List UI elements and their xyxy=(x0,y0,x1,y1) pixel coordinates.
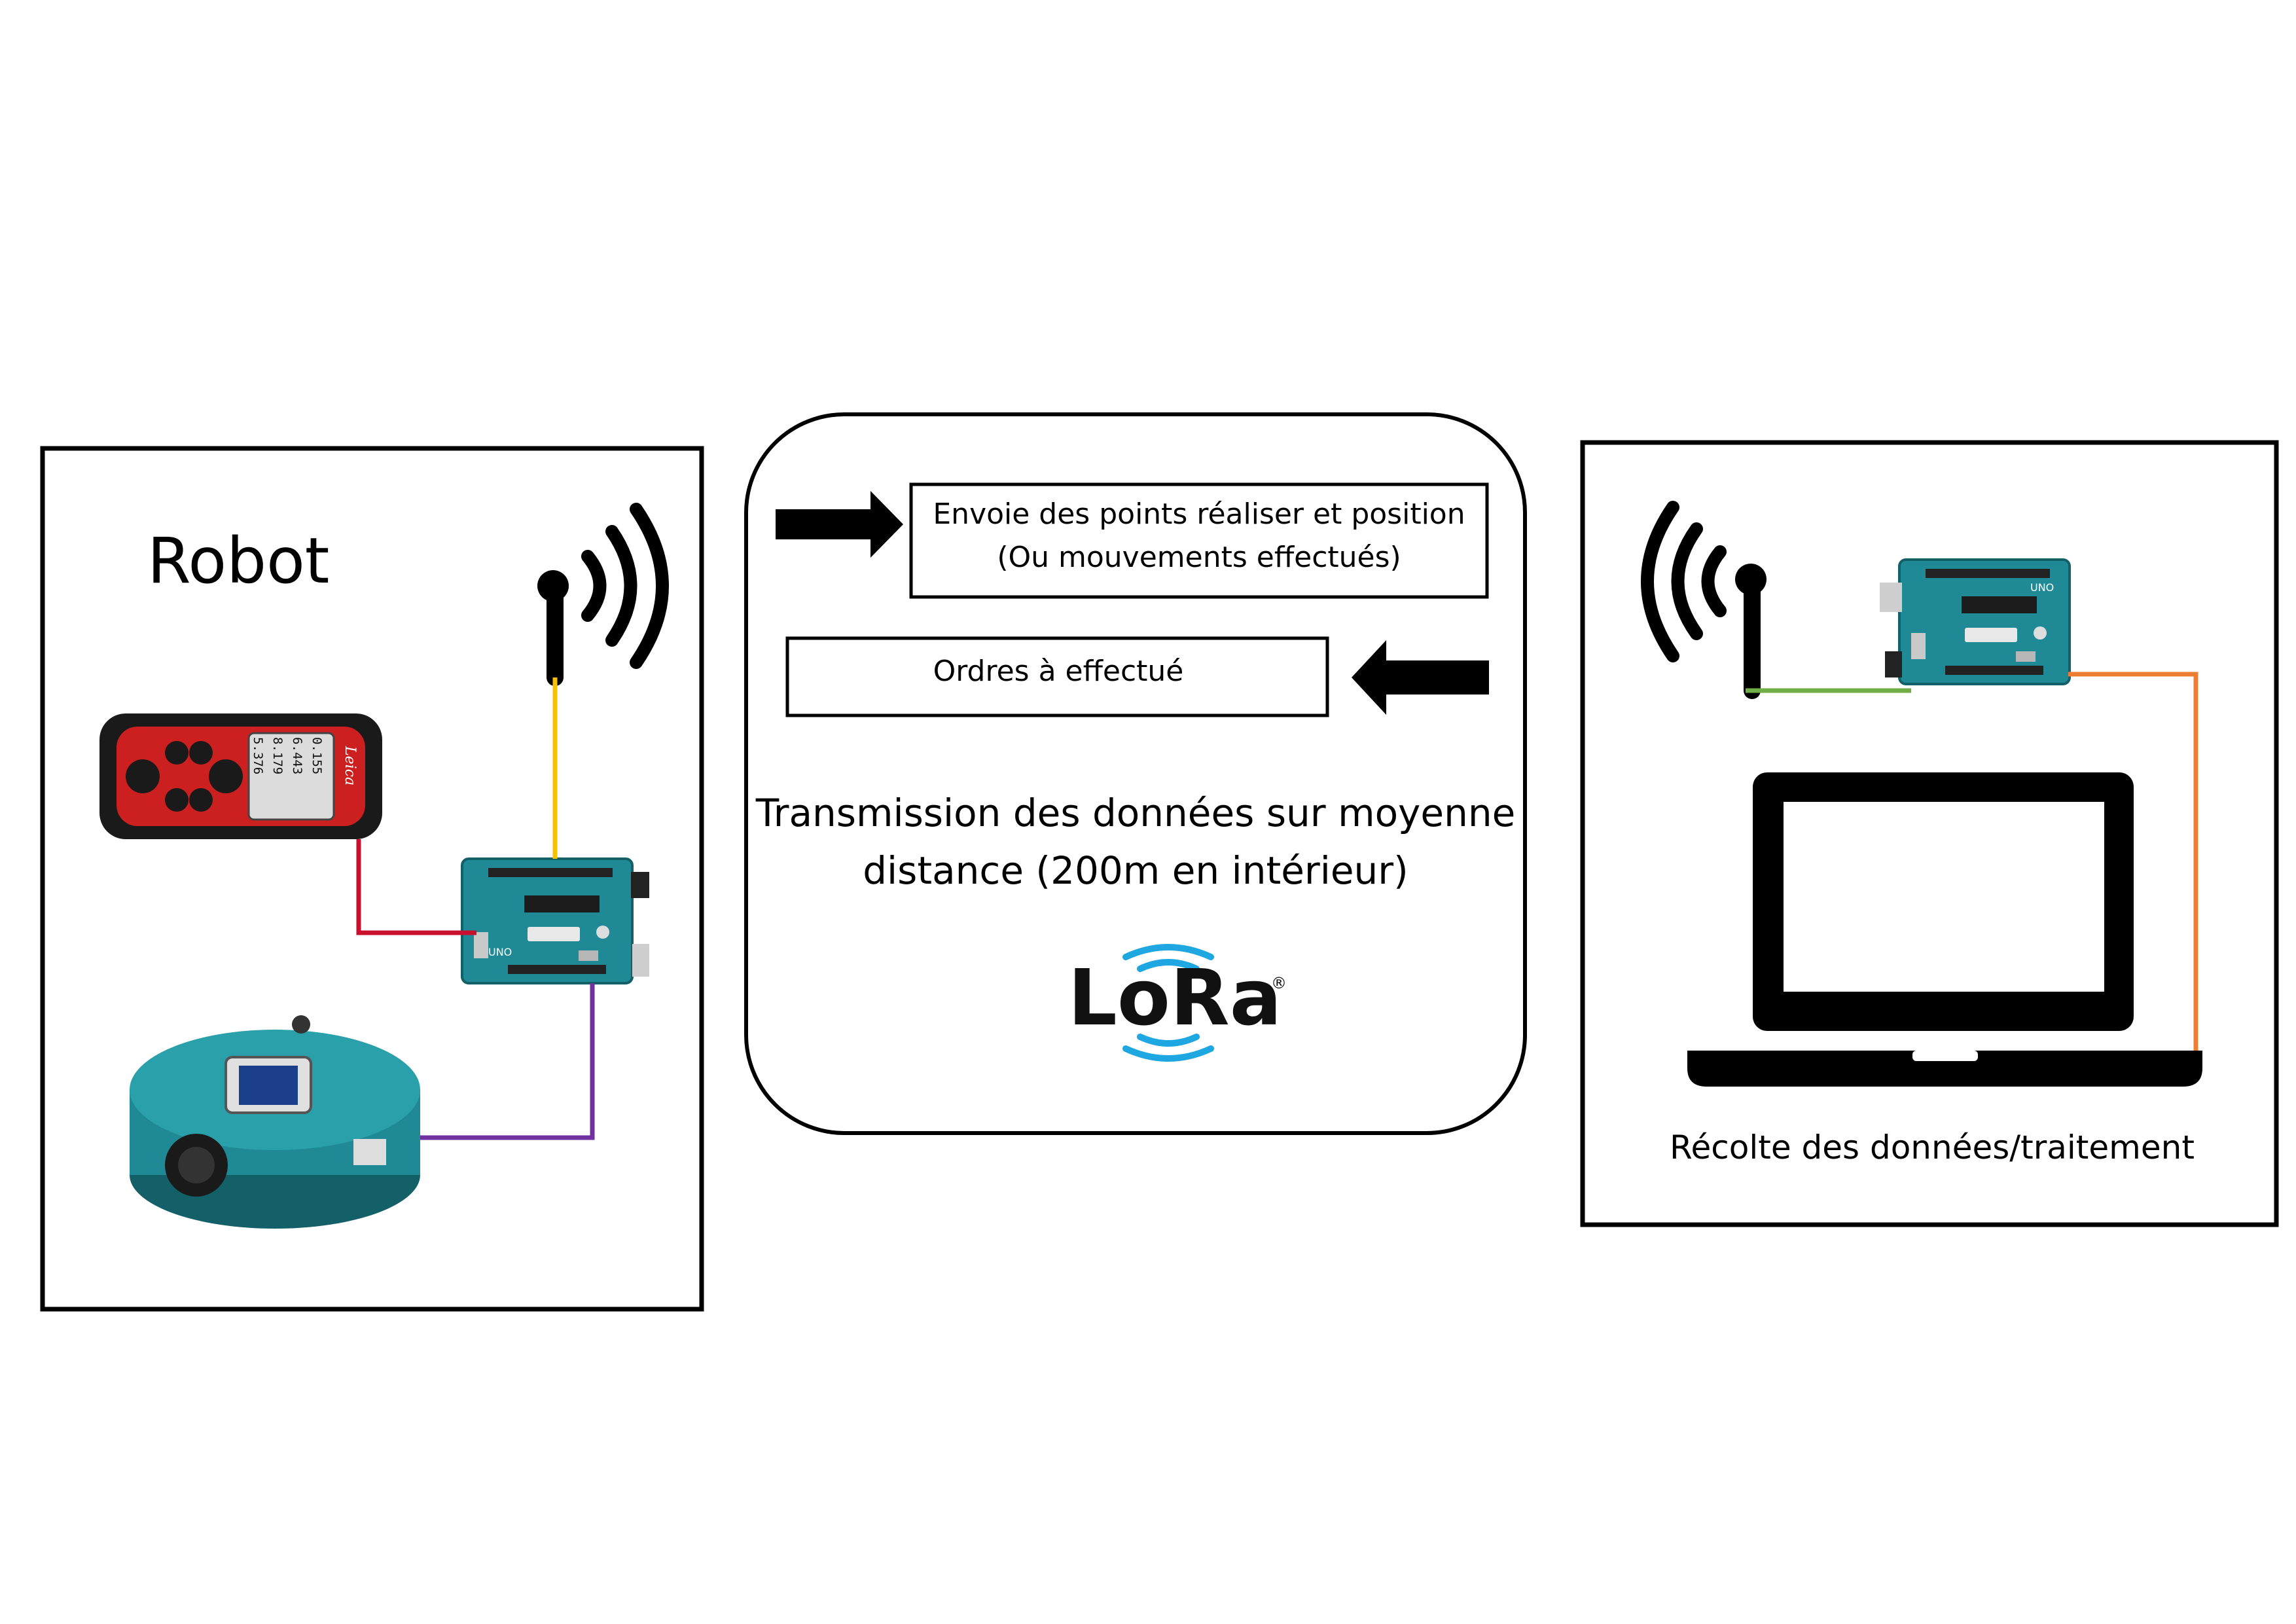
antenna-icon xyxy=(537,503,669,686)
station-arduino-board: UNO xyxy=(1880,558,2071,685)
orange-wire xyxy=(2068,672,2198,1053)
arrow-right-icon xyxy=(776,491,903,558)
lora-logo-text: LoRa xyxy=(1068,952,1282,1043)
laptop-icon xyxy=(1687,772,2202,1087)
robot-panel: Robot 0.155 6.443 8.179 5.376 Lei xyxy=(40,446,704,1312)
station-caption: Récolte des données/traitement xyxy=(1670,1128,2195,1166)
red-wire xyxy=(356,839,476,935)
transmission-description-line2: distance (200m en intérieur) xyxy=(863,848,1408,893)
arrow-left-icon xyxy=(1352,640,1489,715)
rangefinder-device: 0.155 6.443 8.179 5.376 Leica xyxy=(99,713,382,839)
send-box-line2: (Ou mouvements effectués) xyxy=(997,541,1401,574)
station-antenna-icon xyxy=(1641,501,1767,699)
rangefinder-reading-3: 8.179 xyxy=(270,737,285,774)
station-panel: UNO Récolte des données/traitement xyxy=(1580,440,2279,1227)
robot-arduino-board: UNO xyxy=(461,857,649,984)
robot-wires xyxy=(356,677,595,1140)
lora-logo: LoRa ® xyxy=(1068,944,1287,1062)
lora-logo-mark: ® xyxy=(1271,974,1287,992)
rangefinder-reading-1: 0.155 xyxy=(310,737,324,774)
transmission-description-line1: Transmission des données sur moyenne xyxy=(755,791,1516,835)
orders-box xyxy=(785,636,1329,717)
transmission-panel: Envoie des points réaliser et position (… xyxy=(744,412,1527,1135)
orders-box-label: Ordres à effectué xyxy=(933,655,1184,688)
rangefinder-brand: Leica xyxy=(342,746,358,785)
station-arduino-label: UNO xyxy=(2030,581,2054,594)
purple-wire xyxy=(420,983,595,1140)
send-box-line1: Envoie des points réaliser et position xyxy=(933,497,1465,531)
robot-title: Robot xyxy=(147,524,329,598)
robot-arduino-label: UNO xyxy=(488,946,512,958)
rangefinder-reading-2: 6.443 xyxy=(290,737,304,774)
robot-base xyxy=(130,1015,420,1229)
rangefinder-reading-4: 5.376 xyxy=(251,737,265,774)
station-wires xyxy=(1746,672,2198,1053)
send-box xyxy=(909,482,1489,599)
